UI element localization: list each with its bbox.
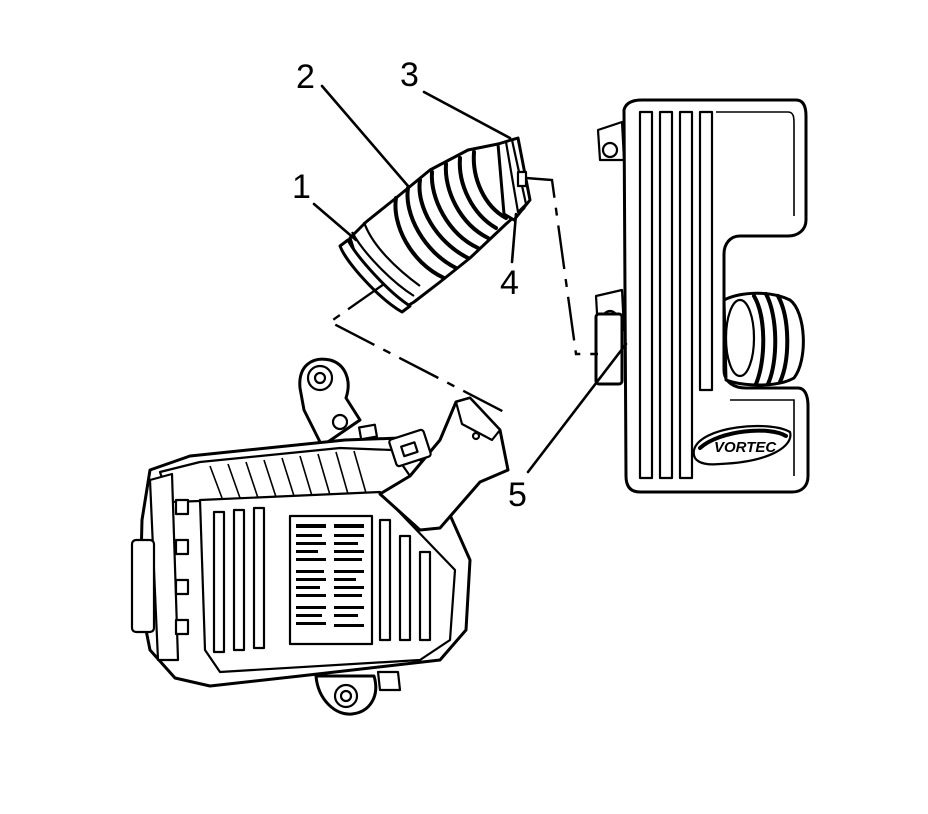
vortec-logo: VORTEC [692,424,792,466]
leader-lines [312,84,628,474]
callout-5: 5 [508,476,527,514]
front-ribs [212,506,432,654]
callout-3: 3 [400,56,419,94]
leader-5 [526,342,628,474]
leader-3 [422,90,512,140]
callout-4: 4 [500,264,519,302]
logo-text: VORTEC [714,439,777,456]
label-text-marks [296,524,364,627]
air-cleaner-housing [130,357,510,716]
flex-intake-duct [338,136,532,314]
leader-1 [312,202,358,242]
inlet-bellows [722,291,805,387]
resonator-inlet: VORTEC [594,98,810,494]
assembly-lines [327,176,598,416]
leader-2 [320,84,410,188]
callout-labels: 1 2 3 4 5 [292,56,527,514]
resonator-ribs [638,110,795,480]
side-clips [174,498,190,636]
leader-4 [510,212,518,264]
callout-1: 1 [292,168,311,206]
duct-corrugations [393,150,508,280]
lid-ribs [209,450,367,499]
callout-2: 2 [296,58,315,96]
